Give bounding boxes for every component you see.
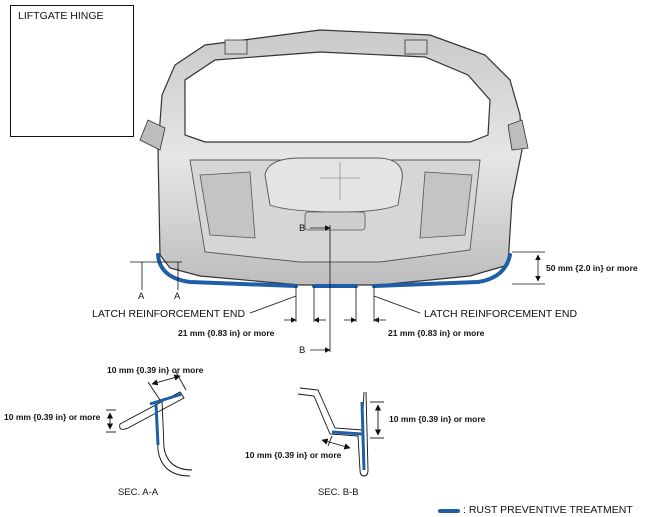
latch-dimensions [249,286,421,323]
offset-left-label: 21 mm {0.83 in} or more [178,328,275,338]
sec-bb-caption: SEC. B-B [318,487,359,498]
offset-right-label: 21 mm {0.83 in} or more [388,328,485,338]
sec-aa-caption: SEC. A-A [118,487,159,498]
legend-label: : RUST PREVENTIVE TREATMENT [463,504,633,516]
legend-swatch [438,509,460,513]
section-b-top-label: B [299,223,306,234]
sec-aa-height-label: 10 mm {0.39 in} or more [4,412,101,422]
section-a-markers [130,261,182,290]
hinge-inset-frame [10,5,134,137]
sec-bb-height-label: 10 mm {0.39 in} or more [389,414,486,424]
section-a-right-label: A [174,291,181,302]
sec-aa-width-label: 10 mm {0.39 in} or more [107,365,204,375]
treatment-band [156,253,512,288]
section-aa-drawing [106,371,193,477]
side-height-dimension [512,251,545,285]
inset-title: LIFTGATE HINGE [18,10,104,22]
section-bb-drawing [297,387,384,477]
latch-end-right-label: LATCH REINFORCEMENT END [424,308,578,320]
section-b-line [310,225,331,353]
sec-bb-width-label: 10 mm {0.39 in} or more [245,450,342,460]
latch-end-left-label: LATCH REINFORCEMENT END [92,308,246,320]
side-height-label: 50 mm {2.0 in} or more [546,263,638,273]
section-a-left-label: A [138,291,145,302]
section-b-bottom-label: B [299,345,306,356]
liftgate-panel [139,29,529,286]
